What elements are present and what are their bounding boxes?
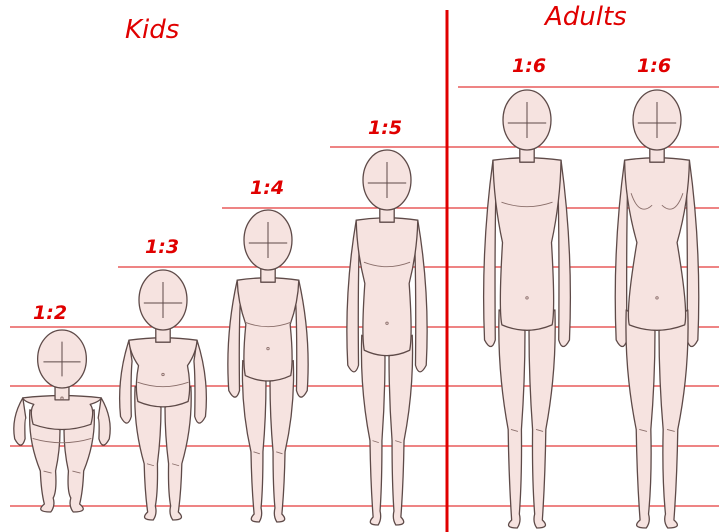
torso (356, 218, 418, 356)
figure-kid-1-2 (14, 330, 110, 512)
right-leg (529, 310, 555, 528)
left-arm (120, 340, 132, 423)
torso (23, 396, 101, 430)
right-arm (194, 340, 206, 423)
left-arm (14, 398, 26, 445)
torso (129, 338, 197, 407)
ratio-label-1-6-female: 1:6 (637, 55, 671, 77)
kids-title: Kids (125, 15, 179, 45)
ratio-label-1-4: 1:4 (250, 177, 284, 199)
ratio-label-1-6-male: 1:6 (512, 55, 546, 77)
figures-layer (14, 90, 699, 528)
torso (493, 158, 561, 331)
left-leg (242, 361, 266, 522)
right-leg (389, 335, 413, 525)
figure-adult-male-1-6 (484, 90, 571, 528)
left-leg (626, 310, 655, 528)
ratio-label-1-2: 1:2 (33, 302, 67, 324)
torso (237, 278, 299, 381)
adults-title: Adults (543, 2, 627, 32)
figure-kid-1-4 (228, 210, 308, 522)
left-leg (499, 310, 525, 528)
right-leg (270, 361, 294, 522)
figure-adult-female-1-6 (615, 90, 699, 528)
ratio-label-1-5: 1:5 (368, 117, 402, 139)
figure-kid-1-3 (120, 270, 207, 520)
figure-kid-1-5 (347, 150, 427, 525)
right-arm (98, 398, 110, 445)
torso (625, 158, 690, 331)
left-leg (361, 335, 385, 525)
right-leg (659, 310, 688, 528)
ratio-label-1-3: 1:3 (145, 236, 179, 258)
